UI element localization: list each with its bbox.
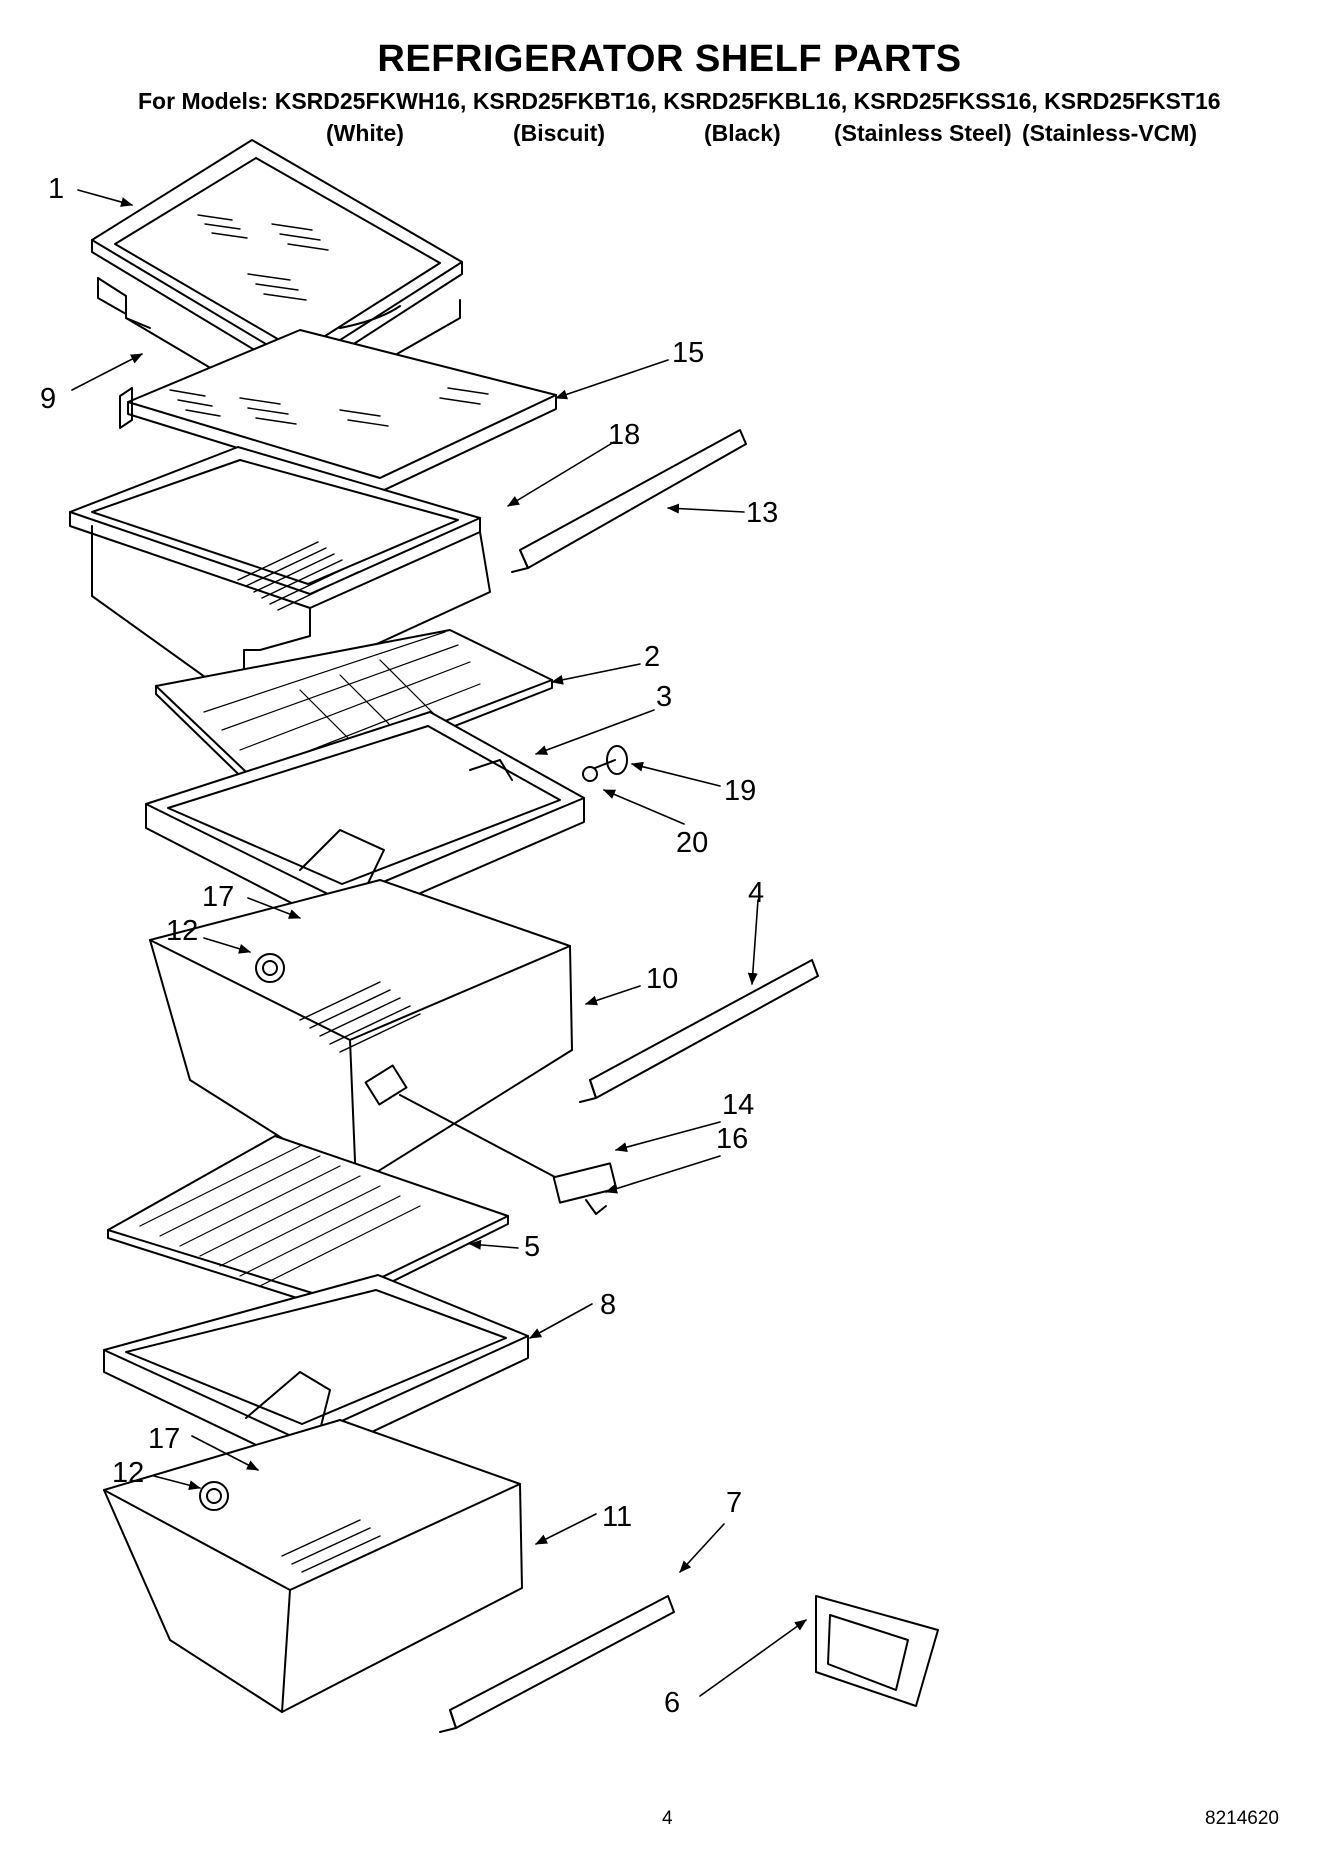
part-4-trim — [579, 959, 819, 1103]
part-11-lower-drawer — [103, 1419, 523, 1713]
callout-14: 14 — [722, 1089, 754, 1121]
page-number: 4 — [662, 1808, 673, 1829]
finish-biscuit: (Biscuit) — [513, 120, 605, 146]
callout-4: 4 — [748, 877, 764, 909]
callout-20: 20 — [676, 827, 708, 859]
part-5-glass-shelf — [107, 1135, 509, 1311]
finish-stainless-vcm: (Stainless-VCM) — [1022, 120, 1198, 146]
callout-16: 16 — [716, 1123, 748, 1155]
part-18-upper-drawer — [69, 446, 491, 706]
callout-1: 1 — [48, 173, 64, 205]
callout-8: 8 — [600, 1289, 616, 1321]
callout-leaders — [71, 189, 807, 1697]
callout-11: 11 — [602, 1501, 632, 1533]
finish-stainless-steel: (Stainless Steel) — [834, 120, 1012, 146]
callout-15: 15 — [672, 337, 704, 369]
models-line: For Models: KSRD25FKWH16, KSRD25FKBT16, … — [138, 88, 1221, 114]
part-6-badge — [815, 1595, 939, 1707]
callout-3: 3 — [656, 681, 672, 713]
callout-18: 18 — [608, 419, 640, 451]
callout-9: 9 — [40, 383, 56, 415]
part-13-trim — [511, 429, 747, 573]
callout-17-lower: 17 — [148, 1423, 180, 1455]
finish-white: (White) — [326, 120, 404, 146]
callout-7: 7 — [726, 1487, 742, 1519]
callout-12-lower: 12 — [112, 1457, 144, 1489]
finish-black: (Black) — [704, 120, 781, 146]
callout-5: 5 — [524, 1231, 540, 1263]
document-number: 8214620 — [1205, 1808, 1279, 1829]
callout-numbers: 1 9 15 18 13 2 3 19 20 17 12 10 4 14 16 … — [40, 173, 778, 1719]
callout-6: 6 — [664, 1687, 680, 1719]
callout-2: 2 — [644, 641, 660, 673]
part-3-drawer-frame — [145, 711, 585, 929]
callout-19: 19 — [724, 775, 756, 807]
part-14-16-clips — [399, 1094, 618, 1215]
part-7-trim — [439, 1595, 675, 1733]
page-title: REFRIGERATOR SHELF PARTS — [377, 38, 962, 80]
callout-12-upper: 12 — [166, 915, 198, 947]
callout-10: 10 — [646, 963, 678, 995]
part-19-20-hardware — [582, 745, 628, 782]
callout-17-upper: 17 — [202, 881, 234, 913]
part-15-glass-shelf — [119, 329, 557, 493]
part-10-middle-drawer — [149, 879, 573, 1186]
callout-13: 13 — [746, 497, 778, 529]
